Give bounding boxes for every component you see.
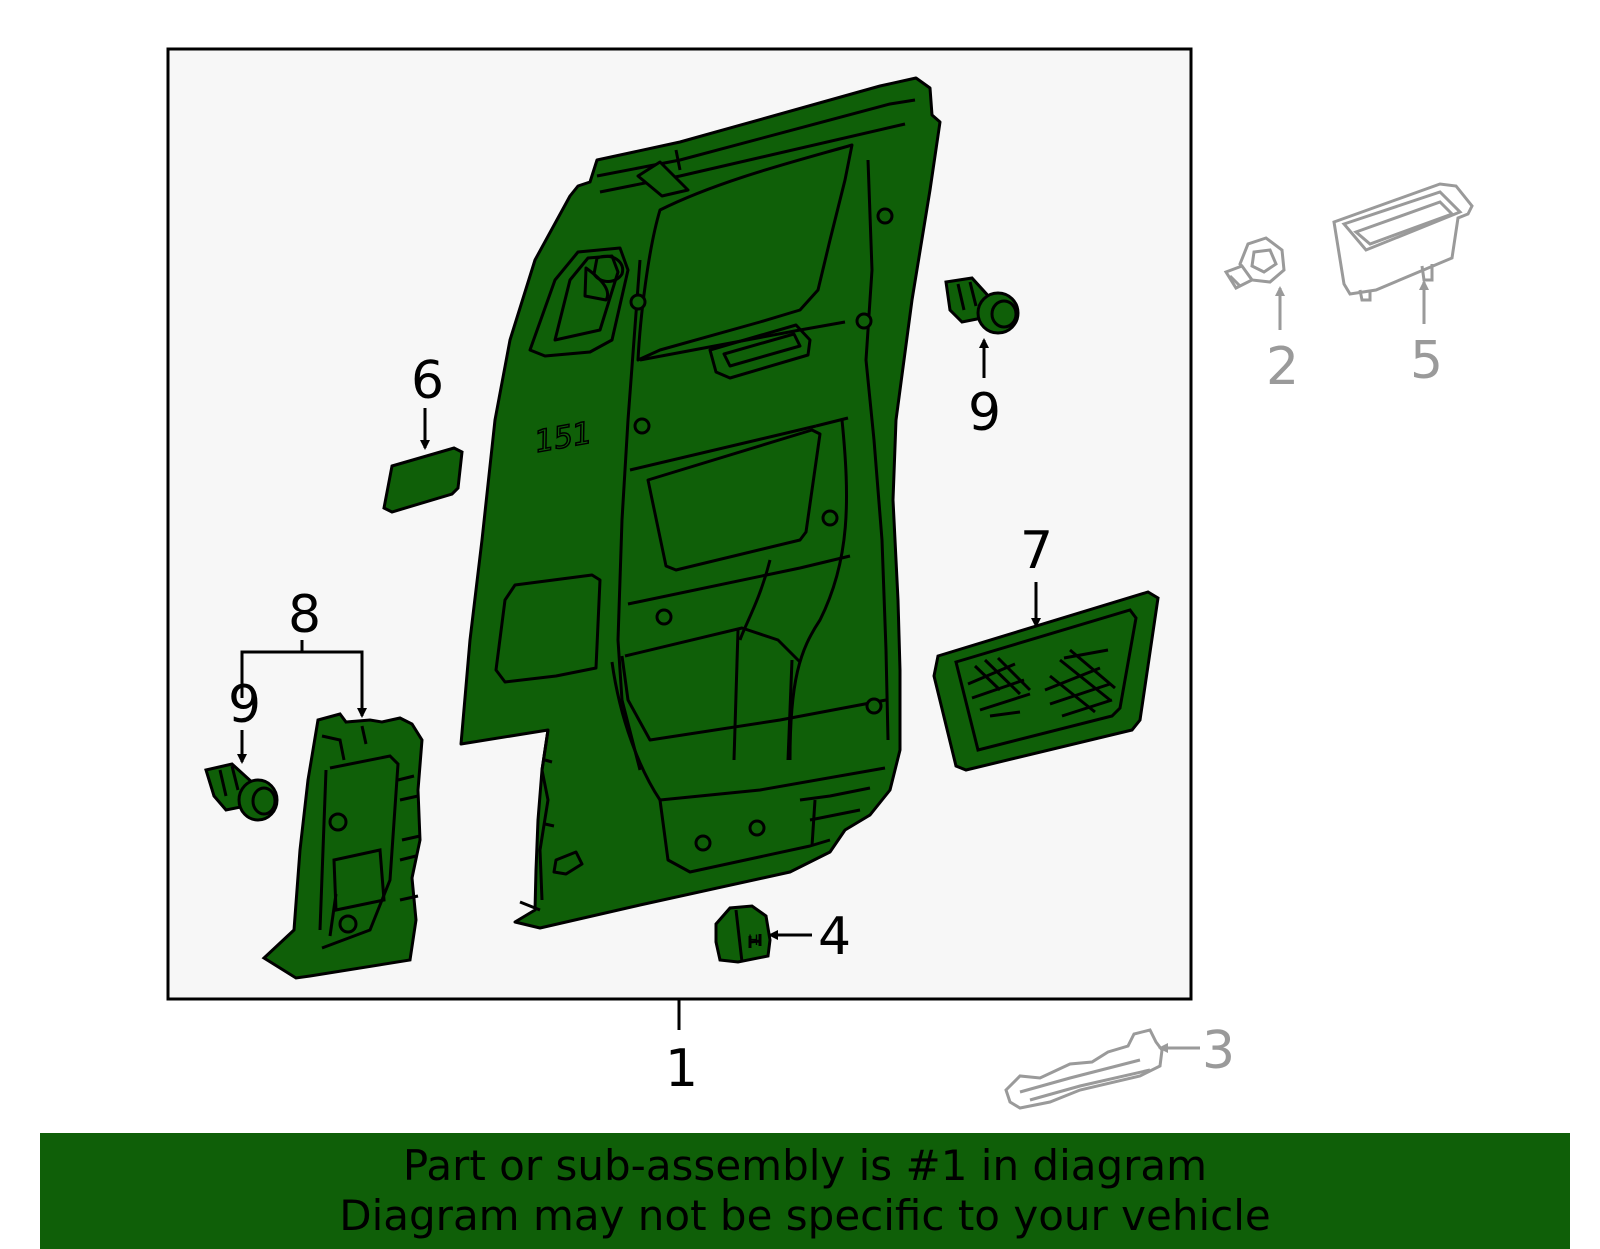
banner-line-1: Part or sub-assembly is #1 in diagram xyxy=(402,1141,1208,1190)
callout-9-upper: 9 xyxy=(968,383,1001,443)
callout-5: 5 xyxy=(1410,331,1443,391)
disclaimer-banner: Part or sub-assembly is #1 in diagram Di… xyxy=(40,1133,1570,1249)
callout-9-lower: 9 xyxy=(228,675,261,735)
map-pocket[interactable] xyxy=(932,590,1160,772)
callout-4: 4 xyxy=(818,907,851,967)
callout-8: 8 xyxy=(288,585,321,645)
retainer-clip[interactable] xyxy=(714,904,772,964)
callout-7: 7 xyxy=(1020,521,1053,581)
clip-marking-text: H xyxy=(748,933,759,949)
banner-line-2: Diagram may not be specific to your vehi… xyxy=(339,1191,1271,1240)
clip-upper[interactable] xyxy=(944,276,1020,335)
callout-1: 1 xyxy=(665,1039,698,1099)
clip-lower[interactable] xyxy=(204,762,279,822)
door-trim-panel[interactable] xyxy=(459,76,942,930)
callout-6: 6 xyxy=(411,351,444,411)
trim-strip xyxy=(1004,1028,1164,1110)
lower-trim-bracket[interactable] xyxy=(261,712,424,980)
trim-pad[interactable] xyxy=(382,446,464,514)
callout-2: 2 xyxy=(1266,337,1299,397)
callout-3: 3 xyxy=(1202,1021,1235,1081)
handle-bezel xyxy=(1332,182,1474,302)
screw xyxy=(1223,236,1286,290)
